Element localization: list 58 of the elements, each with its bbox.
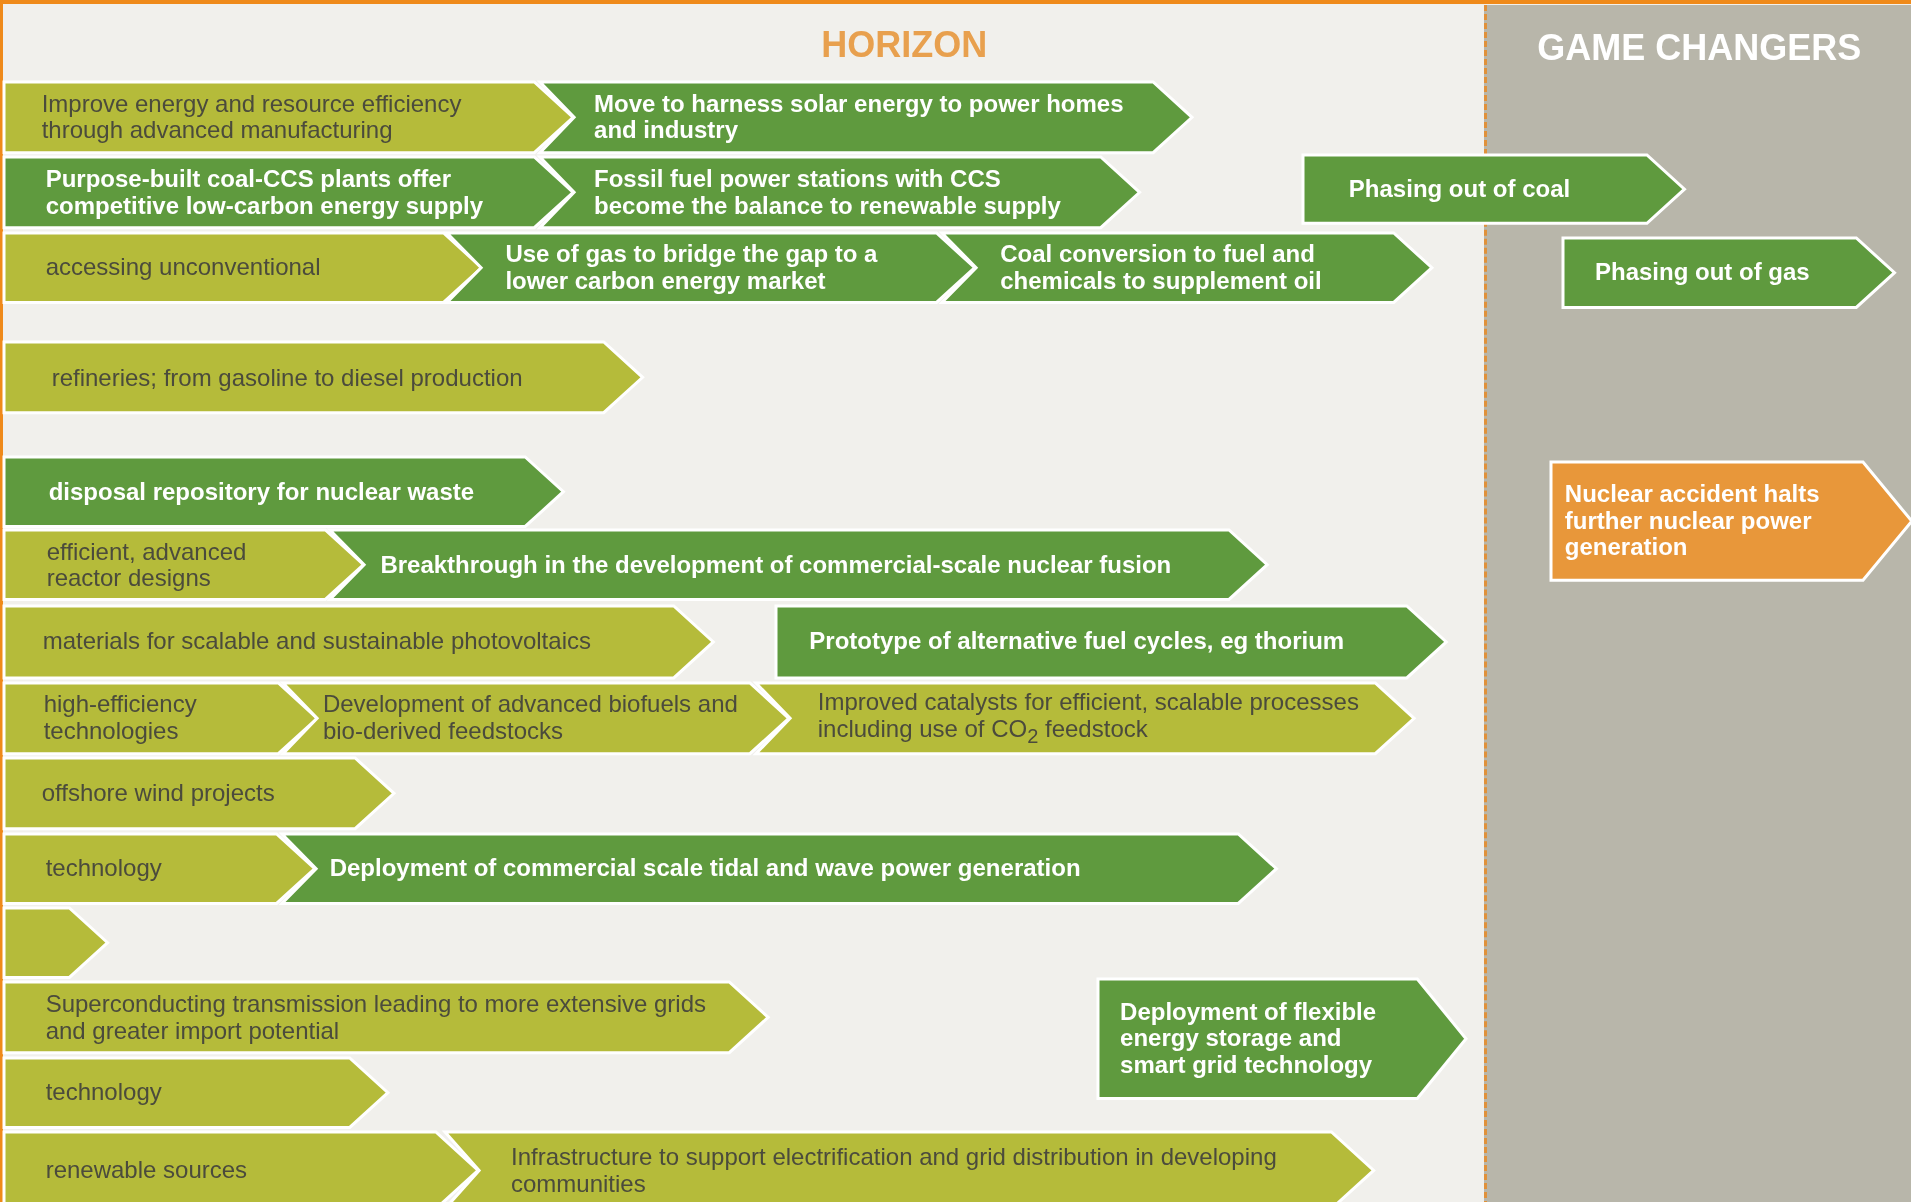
- banner-text: Deployment of commercial scale tidal and wave power generation: [329, 855, 1081, 882]
- roadmap-banner: [1550, 461, 1911, 581]
- banner-text: Breakthrough in the development of commercial-scale nuclear fusion: [380, 551, 1172, 579]
- roadmap-banner: [3, 1057, 388, 1128]
- roadmap-banner: [1302, 154, 1685, 224]
- roadmap-banner: [1098, 978, 1467, 1099]
- roadmap-banner: [3, 530, 364, 600]
- roadmap-banner: [3, 342, 643, 414]
- banner-text: Coal conversion to fuel and chemicals to supplement oil: [1000, 241, 1323, 294]
- side-panel: [1484, 4, 1911, 1202]
- banner-text: Deployment of flexible energy storage and smart grid technology: [1120, 998, 1378, 1078]
- roadmap-banner: [3, 157, 573, 228]
- section-heading: HORIZON: [820, 24, 989, 66]
- roadmap-banner: [330, 530, 1268, 600]
- banner-text: Use of gas to bridge the gap to a lower carbon energy market: [505, 241, 879, 294]
- banner-text: refineries; from gasoline to diesel production: [51, 364, 523, 391]
- banner-text: renewable sources: [45, 1157, 248, 1184]
- roadmap-banner: [3, 758, 394, 829]
- roadmap-banner: [755, 682, 1414, 754]
- roadmap-banner: [3, 81, 573, 153]
- roadmap-banner: [3, 907, 108, 978]
- banner-text: technology: [45, 1079, 162, 1106]
- banner-text: offshore wind projects: [41, 780, 275, 807]
- roadmap-banner: [444, 1132, 1374, 1202]
- roadmap-banner: [282, 682, 789, 754]
- panel-heading: GAME CHANGERS: [1536, 26, 1863, 69]
- banner-text: efficient, advanced reactor designs: [46, 538, 248, 592]
- banner-text: Phasing out of coal: [1348, 175, 1571, 203]
- roadmap-banner: [3, 457, 564, 527]
- banner-text: Infrastructure to support electrification and grid distribution in developing communities: [510, 1144, 1278, 1197]
- roadmap-banner: [776, 605, 1447, 678]
- roadmap-banner: [539, 81, 1192, 153]
- roadmap-banner: [942, 232, 1433, 303]
- roadmap-banner: [539, 157, 1140, 228]
- banner-text: Move to harness solar energy to power homes and industry: [594, 90, 1125, 144]
- roadmap-banner: [3, 1132, 478, 1202]
- roadmap-banner: [1563, 237, 1895, 308]
- roadmap-banner: [3, 982, 768, 1053]
- roadmap-banner: [3, 682, 317, 754]
- banner-text: technology: [45, 855, 162, 882]
- banner-text: Superconducting transmission leading to more extensive grids and greater import potential: [45, 991, 707, 1045]
- banner-text: Development of advanced biofuels and bio-derived feedstocks: [322, 691, 739, 745]
- roadmap-banner: [3, 605, 713, 678]
- banner-text: materials for scalable and sustainable photovoltaics: [42, 628, 591, 655]
- banner-text: accessing unconventional: [45, 254, 321, 281]
- banner-text: Nuclear accident halts further nuclear power generation: [1564, 481, 1821, 561]
- banner-text: Improve energy and resource efficiency through advanced manufacturing: [41, 90, 463, 144]
- roadmap-banner: [3, 232, 482, 303]
- banner-text: Prototype of alternative fuel cycles, eg thorium: [809, 628, 1345, 655]
- banner-text: Phasing out of gas: [1595, 259, 1810, 286]
- banner-text: disposal repository for nuclear waste: [48, 478, 475, 505]
- banner-text: Improved catalysts for efficient, scalable processes including use of CO$_{2}$ feedstock: [817, 689, 1360, 747]
- roadmap-banner: [447, 232, 975, 303]
- roadmap-banner: [281, 833, 1277, 904]
- banner-text: high-efficiency technologies: [43, 691, 198, 745]
- banner-text: Purpose-built coal-CCS plants offer competitive low-carbon energy supply: [45, 166, 485, 219]
- roadmap-banner: [3, 833, 315, 904]
- banner-text: Fossil fuel power stations with CCS become the balance to renewable supply: [594, 166, 1062, 219]
